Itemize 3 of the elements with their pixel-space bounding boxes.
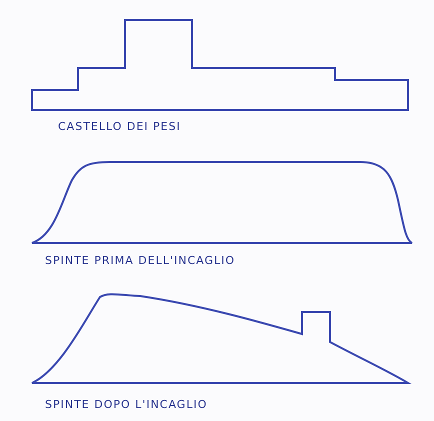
drawing-caption: SPINTE PRIMA DELL'INCAGLIO	[45, 254, 236, 267]
drawing-caption: CASTELLO DEI PESI	[58, 120, 181, 133]
drawing-caption: SPINTE DOPO L'INCAGLIO	[45, 398, 208, 411]
